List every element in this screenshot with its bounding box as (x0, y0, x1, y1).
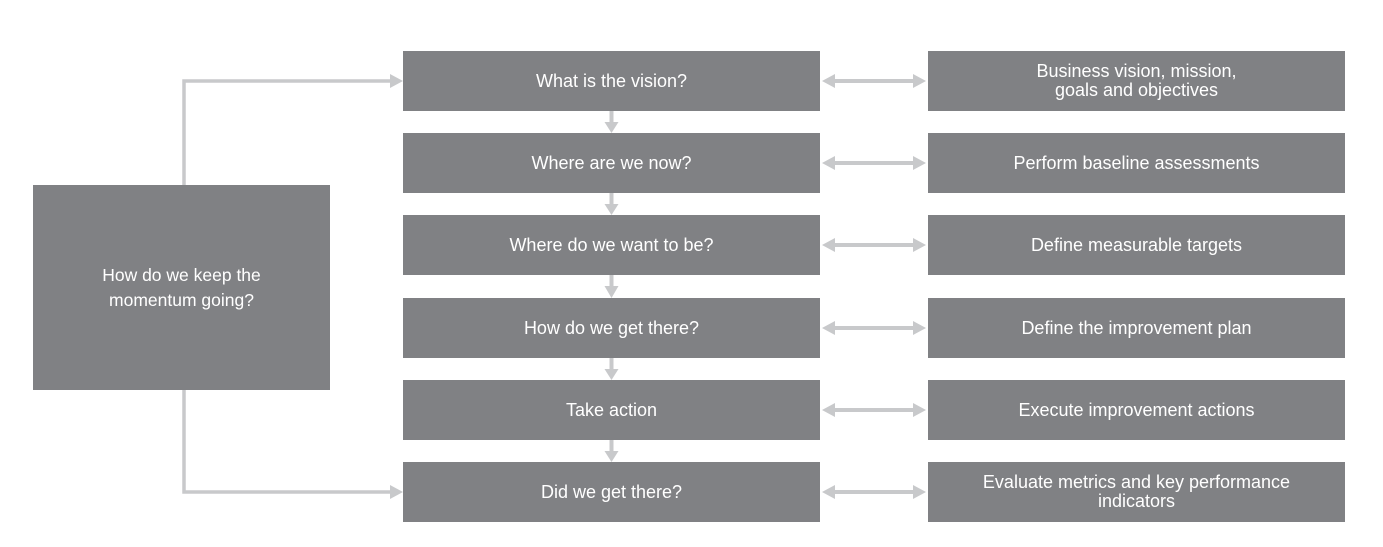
step-label: Where do we want to be? (509, 234, 714, 255)
activity-3-measurable-targets: Define measurable targets (928, 215, 1345, 275)
double-arrow-icon (822, 156, 926, 170)
step-label: Take action (565, 399, 658, 420)
step-label: Where are we now? (531, 152, 692, 173)
activity-label: Define measurable targets (1030, 234, 1243, 255)
double-arrow-icon (822, 74, 926, 88)
double-arrow-icon (822, 485, 926, 499)
activity-4-improvement-plan: Define the improvement plan (928, 298, 1345, 358)
arrow-down-icon (604, 275, 619, 298)
arrow-down-icon (604, 193, 619, 215)
momentum-box-label: How do we keep the momentum going? (102, 264, 261, 310)
activity-label: Perform baseline assessments (1013, 152, 1260, 173)
activity-6-evaluate-metrics: Evaluate metrics and key performance ind… (928, 462, 1345, 522)
step-label: How do we get there? (523, 317, 700, 338)
step-2-where-are-we-now: Where are we now? (403, 133, 820, 193)
step-label: What is the vision? (535, 70, 688, 91)
step-3-where-do-we-want-to-be: Where do we want to be? (403, 215, 820, 275)
activity-label: Business vision, mission, goals and obje… (1036, 61, 1237, 100)
activity-2-baseline-assessments: Perform baseline assessments (928, 133, 1345, 193)
step-6-did-we-get-there: Did we get there? (403, 462, 820, 522)
activity-label: Execute improvement actions (1018, 399, 1255, 420)
connector-momentum-bottom (182, 389, 403, 499)
step-4-how-do-we-get-there: How do we get there? (403, 298, 820, 358)
activity-label: Define the improvement plan (1021, 317, 1252, 338)
step-1-what-is-the-vision: What is the vision? (403, 51, 820, 111)
step-label: Did we get there? (540, 481, 683, 502)
arrow-down-icon (604, 111, 619, 133)
double-arrow-icon (822, 238, 926, 252)
step-5-take-action: Take action (403, 380, 820, 440)
activity-1-business-vision: Business vision, mission, goals and obje… (928, 51, 1345, 111)
connector-momentum-top (182, 74, 403, 186)
activity-label: Evaluate metrics and key performance ind… (982, 472, 1291, 511)
activity-5-execute-actions: Execute improvement actions (928, 380, 1345, 440)
arrow-down-icon (604, 358, 619, 380)
momentum-box: How do we keep the momentum going? (33, 185, 330, 390)
arrow-down-icon (604, 440, 619, 462)
double-arrow-icon (822, 403, 926, 417)
double-arrow-icon (822, 321, 926, 335)
